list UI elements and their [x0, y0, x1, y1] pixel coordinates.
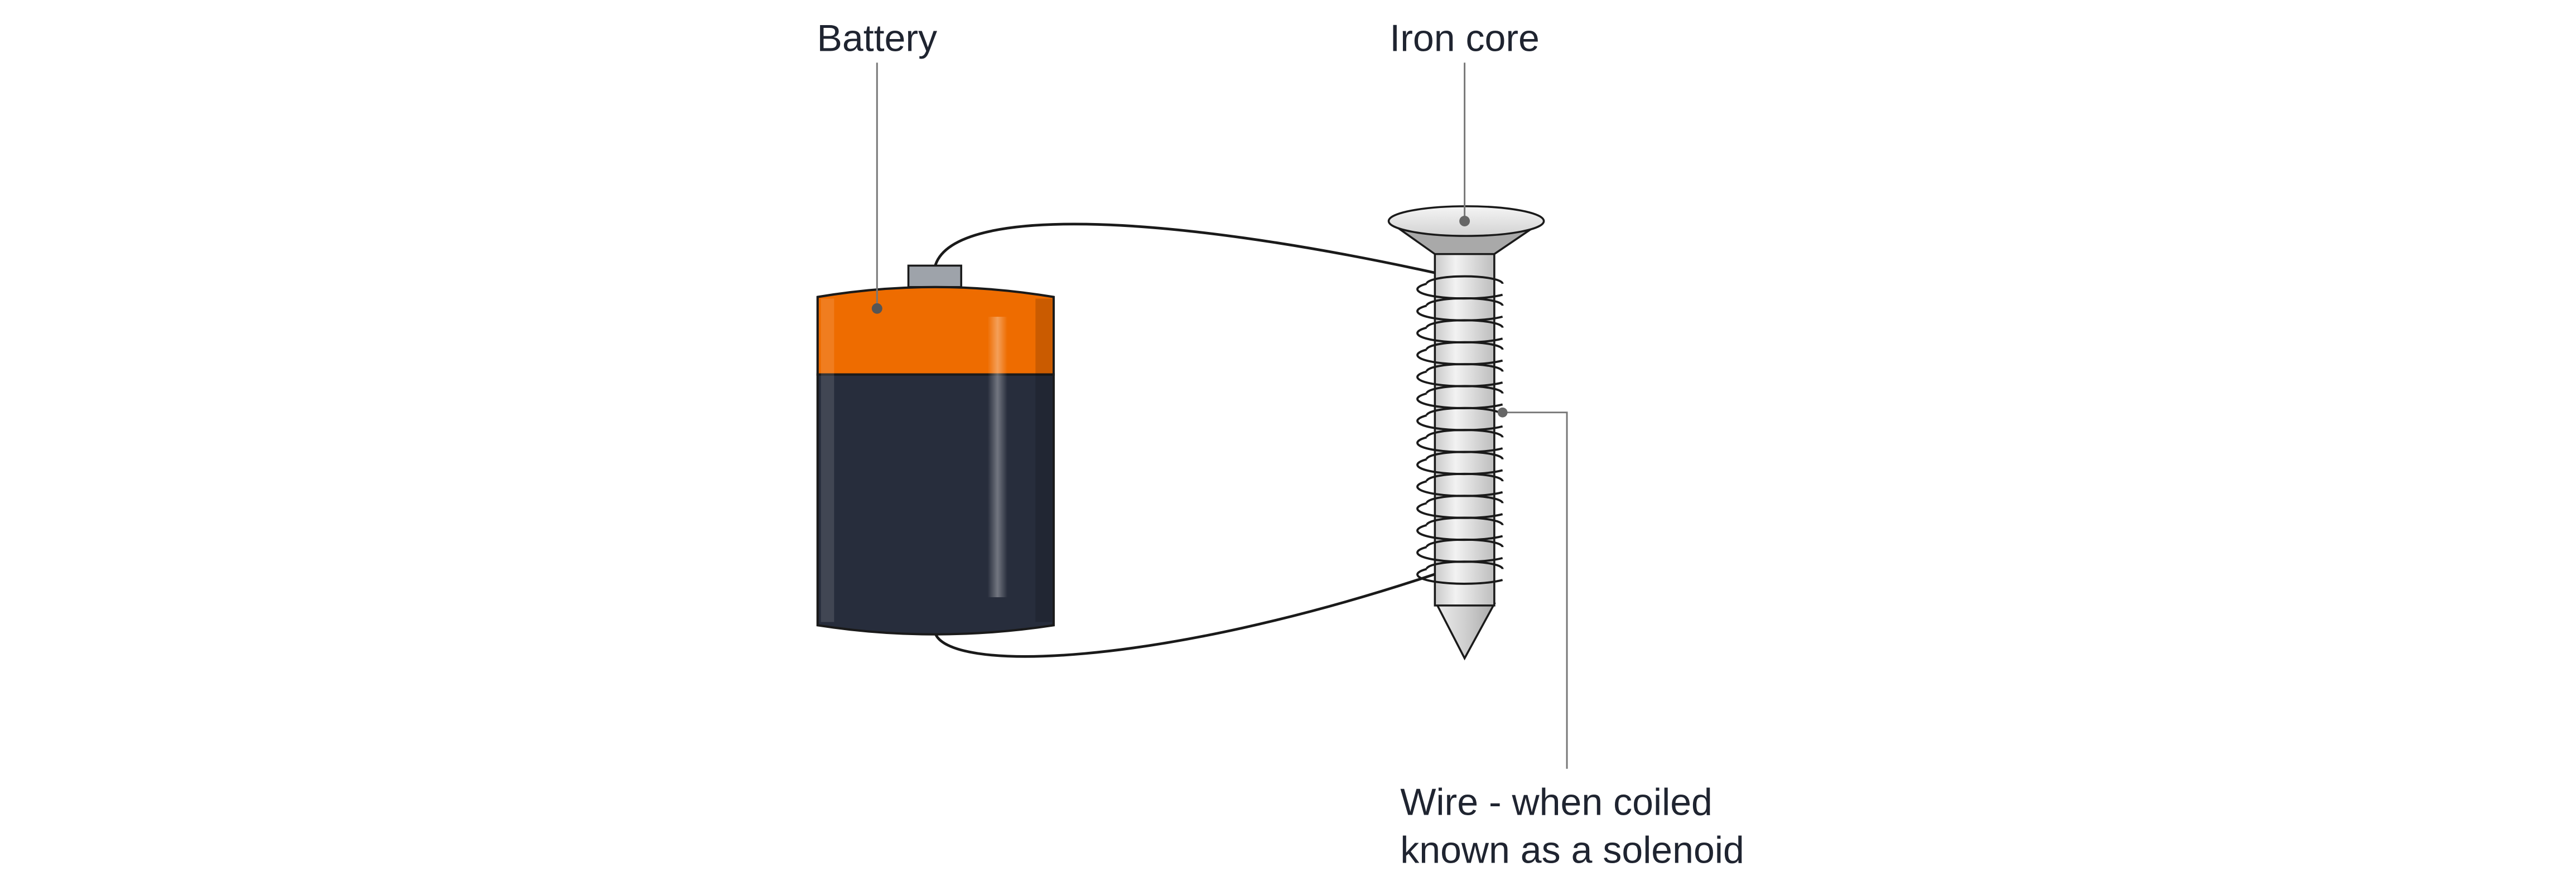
coil-loop-back — [1425, 516, 1504, 526]
coil-loop-back — [1425, 385, 1504, 394]
coil-loop-front — [1416, 326, 1503, 343]
battery-glare — [987, 317, 1008, 598]
iron-core-leader-dot — [1459, 216, 1470, 226]
coil-loop-back — [1425, 341, 1504, 350]
coil-loop-front — [1416, 458, 1503, 476]
wire-leader-dot — [1497, 407, 1508, 418]
coil-loop-back — [1425, 319, 1504, 328]
battery-body — [816, 373, 1055, 636]
screw-icon — [1387, 205, 1545, 661]
wire-label-line2: known as a solenoid — [1400, 829, 1744, 871]
coil-loop-front — [1416, 414, 1503, 432]
screw-tip — [1435, 603, 1496, 661]
battery-icon — [816, 264, 1055, 636]
battery-shade-left — [821, 298, 834, 622]
coil-loop-front — [1416, 502, 1503, 519]
coil-loop-back — [1425, 363, 1504, 372]
coil-icon — [1416, 275, 1504, 585]
wire-label-line1: Wire - when coiled — [1400, 781, 1712, 824]
coil-loop-front — [1416, 392, 1503, 409]
battery-leader-dot — [871, 303, 882, 314]
leader-lines — [871, 62, 1568, 769]
coil-loop-front — [1416, 480, 1503, 497]
coil-loop-back — [1425, 538, 1504, 548]
iron-core-label: Iron core — [1390, 17, 1540, 60]
coil-loop-front — [1416, 524, 1503, 541]
wire-leader-line — [1502, 412, 1568, 769]
battery-label: Battery — [817, 17, 937, 60]
screw-shaft — [1434, 246, 1496, 607]
wire-bottom — [933, 571, 1440, 658]
coil-loop-front — [1416, 348, 1503, 366]
coil-loop-front — [1416, 370, 1503, 388]
battery-shade-right — [1035, 298, 1052, 622]
coil-loop-back — [1425, 560, 1504, 569]
coil-loop-front — [1416, 546, 1503, 563]
coil-loop-back — [1425, 275, 1504, 284]
coil-loop-front — [1416, 568, 1503, 585]
battery-terminal — [907, 264, 962, 288]
coil-loop-back — [1425, 495, 1504, 504]
coil-loop-front — [1416, 436, 1503, 453]
coil-loop-back — [1425, 451, 1504, 460]
coil-loop-front — [1416, 304, 1503, 322]
coil-loop-back — [1425, 472, 1504, 482]
coil-loop-front — [1416, 283, 1503, 300]
wire-top — [933, 222, 1440, 275]
coil-loop-back — [1425, 429, 1504, 438]
battery-cap — [816, 285, 1055, 376]
coil-loop-back — [1425, 297, 1504, 306]
